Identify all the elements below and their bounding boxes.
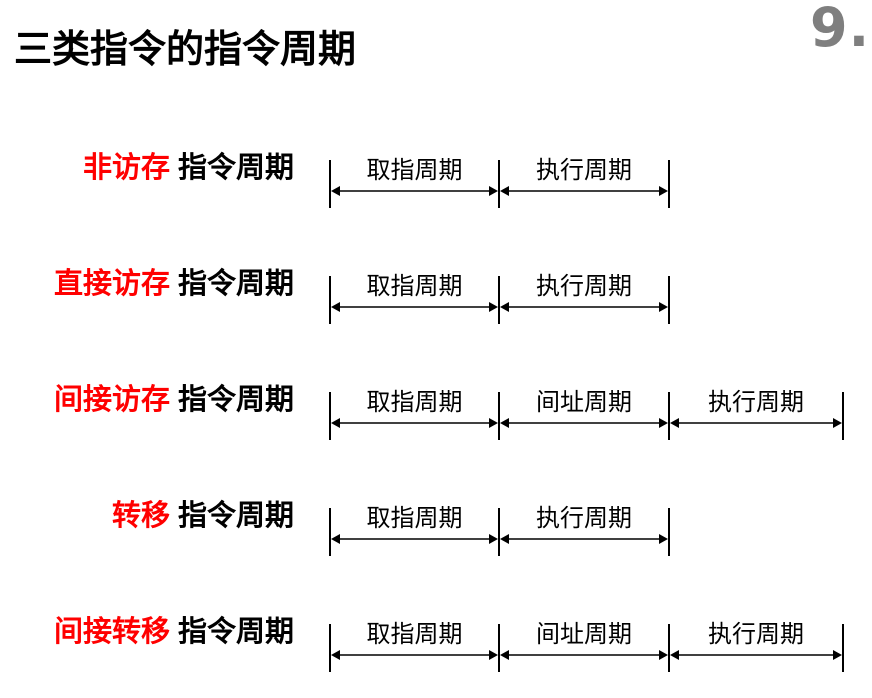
arrowhead-left [500, 418, 509, 428]
arrowhead-right [659, 418, 668, 428]
cycle-suffix: 指令周期 [177, 614, 294, 648]
row-1: 直接访存指令周期 取指周期 执行周期 [0, 266, 872, 346]
arrowhead-right [489, 186, 498, 196]
arrowhead-left [331, 418, 340, 428]
arrowhead-right [489, 302, 498, 312]
instruction-kind: 直接访存 [53, 266, 170, 300]
arrowhead-right [833, 418, 842, 428]
timeline: 取指周期 间址周期 执行周期 [329, 388, 844, 440]
arrowhead-left [331, 534, 340, 544]
cycle-segment-label: 执行周期 [708, 620, 804, 648]
arrowhead-right [659, 534, 668, 544]
arrowhead-left [670, 418, 679, 428]
cycle-segment-label: 取指周期 [367, 156, 463, 184]
arrowhead-left [500, 186, 509, 196]
instruction-kind: 转移 [111, 498, 170, 532]
row-label: 非访存指令周期 [83, 150, 294, 184]
cycle-segment-label: 执行周期 [536, 156, 632, 184]
instruction-kind: 间接转移 [53, 614, 170, 648]
arrowhead-left [670, 650, 679, 660]
arrowhead-right [659, 302, 668, 312]
row-2: 间接访存指令周期 取指周期 间址周期 执行周期 [0, 382, 872, 462]
cycle-segment-label: 取指周期 [367, 504, 463, 532]
arrowhead-left [500, 302, 509, 312]
arrowhead-right [659, 650, 668, 660]
timeline: 取指周期 执行周期 [329, 504, 670, 556]
arrowhead-right [833, 650, 842, 660]
instruction-kind: 非访存 [82, 150, 170, 184]
cycle-segment-label: 执行周期 [708, 388, 804, 416]
cycle-segment-label: 间址周期 [536, 388, 632, 416]
cycle-segment-label: 间址周期 [536, 620, 632, 648]
cycle-suffix: 指令周期 [177, 266, 294, 300]
timeline: 取指周期 执行周期 [329, 156, 670, 208]
arrowhead-right [489, 534, 498, 544]
cycle-suffix: 指令周期 [177, 150, 294, 184]
cycle-segment-label: 执行周期 [536, 504, 632, 532]
cycle-suffix: 指令周期 [177, 382, 294, 416]
row-label: 直接访存指令周期 [54, 266, 294, 300]
arrowhead-left [500, 534, 509, 544]
arrowhead-right [659, 186, 668, 196]
arrowhead-left [331, 186, 340, 196]
timeline: 取指周期 执行周期 [329, 272, 670, 324]
row-label: 间接转移指令周期 [54, 614, 294, 648]
cycle-segment-label: 取指周期 [367, 272, 463, 300]
cycle-segment-label: 取指周期 [367, 388, 463, 416]
cycle-suffix: 指令周期 [177, 498, 294, 532]
row-3: 转移指令周期 取指周期 执行周期 [0, 498, 872, 578]
page-title: 三类指令的指令周期 [14, 27, 357, 71]
arrowhead-left [331, 302, 340, 312]
cycle-segment-label: 执行周期 [536, 272, 632, 300]
row-4: 间接转移指令周期 取指周期 间址周期 执行周期 [0, 614, 872, 694]
row-label: 间接访存指令周期 [54, 382, 294, 416]
timeline: 取指周期 间址周期 执行周期 [329, 620, 844, 672]
arrowhead-left [500, 650, 509, 660]
arrowhead-right [489, 650, 498, 660]
slide-number: 9. [810, 0, 871, 59]
arrowhead-left [331, 650, 340, 660]
row-0: 非访存指令周期 取指周期 执行周期 [0, 150, 872, 230]
instruction-kind: 间接访存 [53, 382, 170, 416]
row-label: 转移指令周期 [112, 498, 294, 532]
arrowhead-right [489, 418, 498, 428]
cycle-segment-label: 取指周期 [367, 620, 463, 648]
